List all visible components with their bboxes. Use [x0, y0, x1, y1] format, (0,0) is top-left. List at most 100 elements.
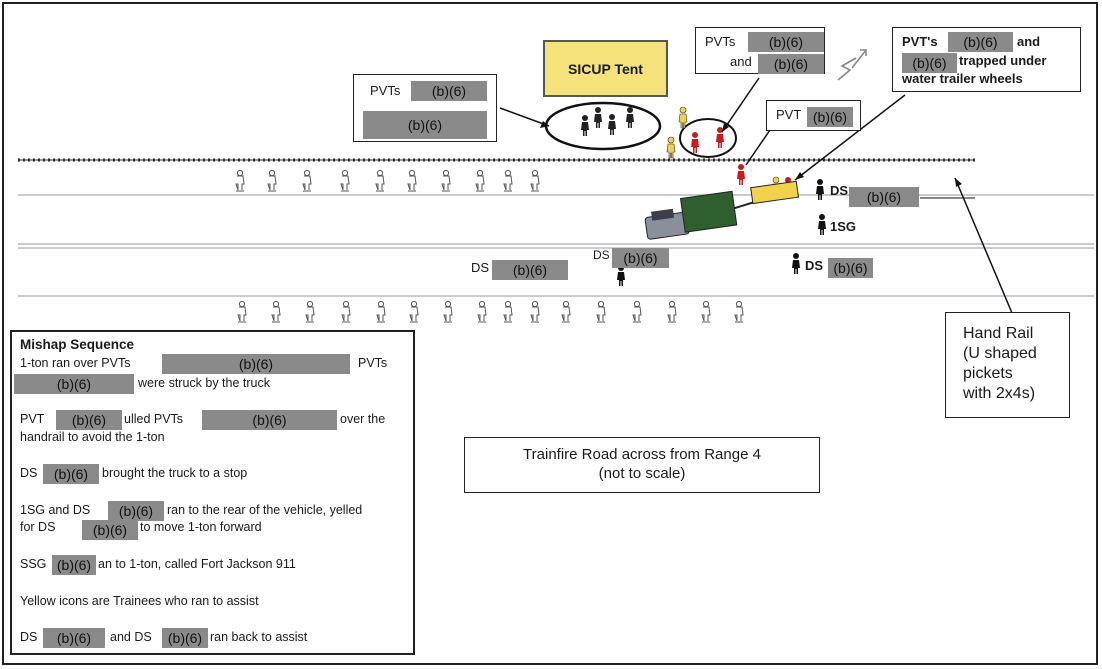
truck — [644, 180, 800, 240]
trainee-outline-icon — [503, 300, 513, 323]
mishap-step-text: DS — [20, 630, 38, 644]
redaction: (b)(6) — [43, 464, 99, 484]
trainee-outline-icon — [503, 169, 513, 192]
trainee-outline-icon — [409, 300, 419, 323]
callout-trapped: PVT's (b)(6) and (b)(6) trapped under wa… — [892, 27, 1081, 92]
ds-label: DS — [593, 248, 610, 262]
callout-text: water trailer wheels — [902, 71, 1023, 86]
redaction: (b)(6) — [52, 555, 96, 575]
hand-rail-line: pickets — [963, 365, 1013, 382]
trainee-outline-icon — [477, 300, 487, 323]
redaction: (b)(6) — [748, 32, 824, 52]
redaction: (b)(6) — [56, 410, 122, 430]
mishap-step-text: brought the truck to a stop — [102, 466, 248, 480]
trainee-outline-icon — [237, 300, 247, 323]
mishap-step-text: 1SG and DS — [20, 503, 91, 517]
trainee-outline-icon — [443, 300, 453, 323]
trainee-outline-icon — [530, 169, 540, 192]
mishap-step-text: for DS — [20, 520, 56, 534]
ds-label: DS — [805, 258, 824, 273]
picket-row-bottom — [237, 300, 744, 323]
trainee-outline-icon — [267, 169, 277, 192]
trainee-outline-icon — [701, 300, 711, 323]
redaction: (b)(6) — [162, 354, 350, 374]
zz-arrow-icon — [837, 49, 867, 81]
redaction: (b)(6) — [43, 628, 105, 648]
trainee-outline-icon — [305, 300, 315, 323]
mishap-step-text: DS — [20, 466, 38, 480]
sicup-tent: SICUP Tent — [543, 40, 668, 97]
caption-line: Trainfire Road across from Range 4 — [523, 446, 761, 463]
trainee-outline-icon — [235, 169, 245, 192]
road-caption: Trainfire Road across from Range 4 (not … — [464, 437, 820, 493]
callout-text: PVTs — [705, 34, 736, 49]
hand-rail-line: (U shaped — [963, 345, 1037, 362]
trainee-outline-icon — [407, 169, 417, 192]
redaction: (b)(6) — [14, 374, 134, 394]
mishap-step-text: handrail to avoid the 1-ton — [20, 430, 165, 444]
callout-text: PVT — [776, 107, 802, 122]
hand-rail-line: with 2x4s) — [963, 385, 1036, 402]
redaction: (b)(6) — [411, 81, 487, 101]
trainee-outline-icon — [530, 300, 540, 323]
mishap-step-text: ran back to assist — [210, 630, 308, 644]
trainee-outline-icon — [596, 300, 606, 323]
callout-pvts-left: PVTs (b)(6) (b)(6) — [353, 74, 497, 142]
mishap-title: Mishap Sequence — [20, 337, 135, 352]
caption-line: (not to scale) — [598, 465, 686, 482]
redaction: (b)(6) — [807, 107, 853, 127]
mishap-sequence: Mishap Sequence 1-ton ran over PVTs (b)(… — [10, 330, 415, 655]
trainee-outline-icon — [441, 169, 451, 192]
callout-pvt: PVT (b)(6) — [766, 100, 861, 131]
trainee-outline-icon — [302, 169, 312, 192]
redaction: (b)(6) — [828, 258, 873, 278]
callout-text: trapped under — [959, 53, 1047, 68]
redaction: (b)(6) — [758, 54, 824, 74]
trainee-outline-icon — [667, 300, 677, 323]
redaction: (b)(6) — [108, 501, 164, 521]
mishap-step-text: over the — [340, 412, 386, 426]
mishap-step-text: Yellow icons are Trainees who ran to ass… — [20, 594, 259, 608]
callout-pvts-top: PVTs (b)(6) and (b)(6) — [695, 27, 825, 74]
mishap-step-text: were struck by the truck — [138, 376, 270, 390]
mishap-step-text: and DS — [110, 630, 152, 644]
mishap-step-text: PVTs — [358, 356, 388, 370]
mishap-step-text: 1-ton ran over PVTs — [20, 356, 131, 370]
redaction: (b)(6) — [162, 628, 208, 648]
callout-text: and — [1017, 34, 1041, 49]
trainee-outline-icon — [341, 300, 351, 323]
mishap-step-text: to move 1-ton forward — [140, 520, 262, 534]
mishap-step-text: ran to the rear of the vehicle, yelled — [167, 503, 363, 517]
redaction: (b)(6) — [492, 260, 568, 280]
picket-row-top — [235, 169, 540, 192]
mishap-step-text: ulled PVTs — [124, 412, 184, 426]
callout-text: PVT's — [902, 34, 938, 49]
pvt-pair-circle — [679, 118, 737, 158]
trainee-outline-icon — [271, 300, 281, 323]
mishap-step-text: an to 1-ton, called Fort Jackson 911 — [98, 557, 296, 571]
trainee-group — [581, 107, 634, 136]
redaction: (b)(6) — [82, 520, 138, 540]
redaction: (b)(6) — [612, 248, 669, 268]
trainee-group-circle — [544, 101, 662, 151]
trainee-outline-icon — [340, 169, 350, 192]
trainee-outline-icon — [376, 300, 386, 323]
ds-label: DS — [830, 183, 849, 198]
redaction: (b)(6) — [948, 32, 1013, 52]
hand-rail-line: Hand Rail — [963, 325, 1034, 342]
trainee-outline-icon — [475, 169, 485, 192]
hand-rail-callout: Hand Rail (U shaped pickets with 2x4s) — [945, 312, 1070, 418]
redaction: (b)(6) — [363, 111, 487, 139]
trainee-outline-icon — [375, 169, 385, 192]
tent-label: SICUP Tent — [568, 61, 643, 77]
ds-label: DS — [471, 260, 490, 275]
callout-text: PVTs — [370, 83, 401, 98]
redaction: (b)(6) — [202, 410, 337, 430]
redaction: (b)(6) — [902, 53, 957, 73]
callout-text: and — [730, 54, 752, 69]
trainee-outline-icon — [734, 300, 744, 323]
yellow-trainees — [666, 106, 781, 199]
trainee-outline-icon — [561, 300, 571, 323]
